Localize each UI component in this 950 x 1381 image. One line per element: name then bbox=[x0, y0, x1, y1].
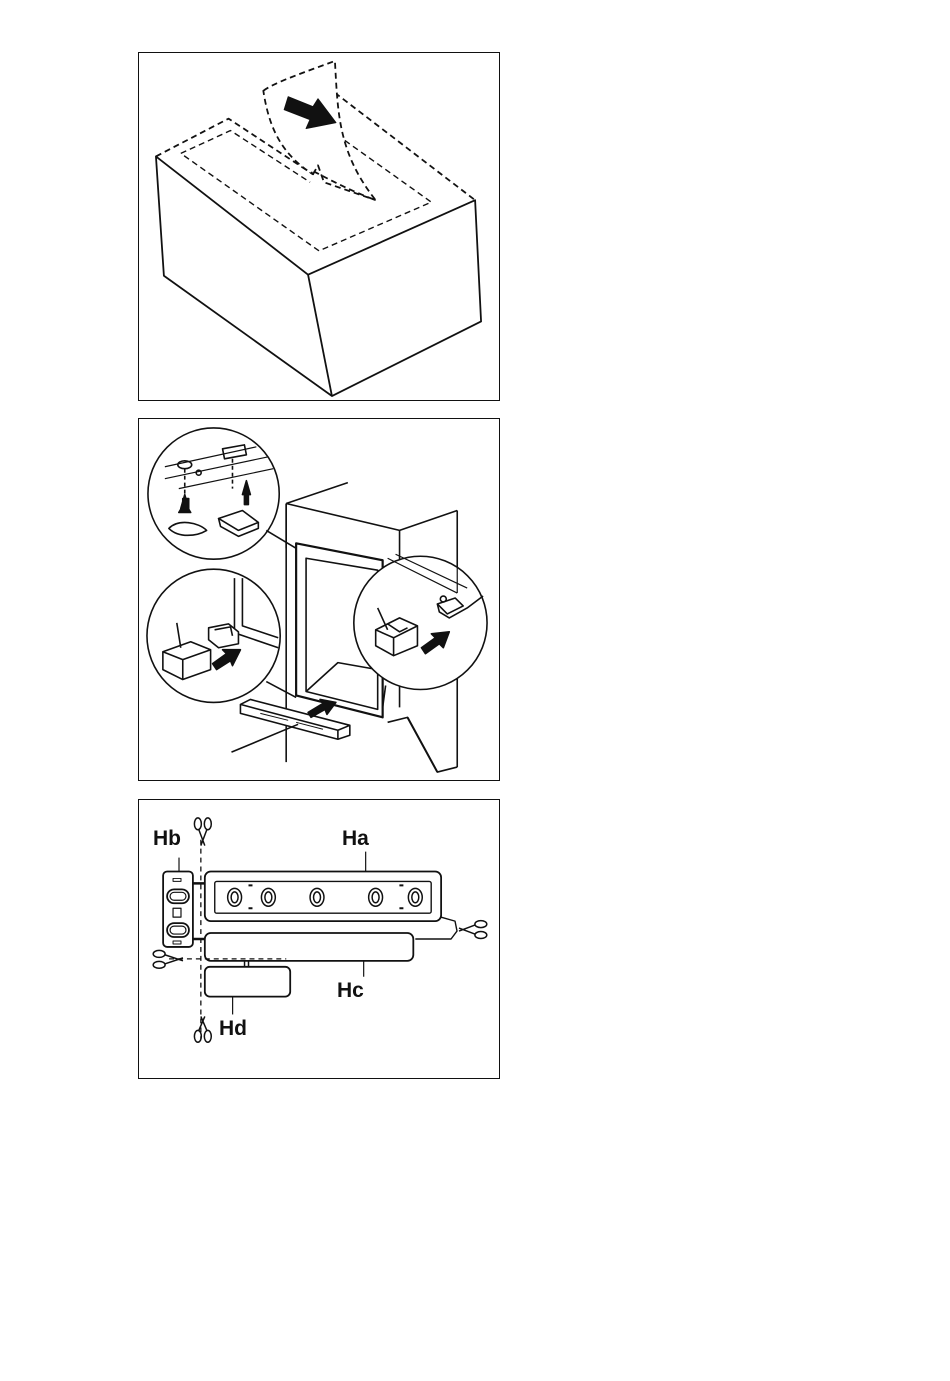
part-hd bbox=[205, 967, 290, 1015]
scissors-icon-left bbox=[153, 950, 183, 968]
figure-unpack-box bbox=[138, 52, 500, 401]
hinge-cover-illustration bbox=[139, 800, 499, 1078]
label-hd: Hd bbox=[219, 1018, 247, 1039]
label-ha: Ha bbox=[342, 828, 369, 849]
part-hc bbox=[205, 933, 414, 977]
detail-top-left bbox=[148, 428, 296, 559]
detail-middle-left bbox=[147, 569, 296, 702]
figure-hinge-cover-parts: Hb Ha Hc Hd bbox=[138, 799, 500, 1079]
scissors-icon-top bbox=[194, 818, 211, 846]
scissors-icon-right bbox=[459, 921, 487, 939]
detail-right bbox=[354, 553, 487, 707]
part-ha bbox=[205, 852, 457, 939]
figure-mounting-parts bbox=[138, 418, 500, 781]
box-illustration bbox=[139, 53, 499, 400]
label-hb: Hb bbox=[153, 828, 181, 849]
scissors-icon-bottom bbox=[194, 1016, 211, 1042]
label-hc: Hc bbox=[337, 980, 364, 1001]
part-hb bbox=[163, 858, 205, 947]
mounting-illustration bbox=[139, 419, 499, 780]
